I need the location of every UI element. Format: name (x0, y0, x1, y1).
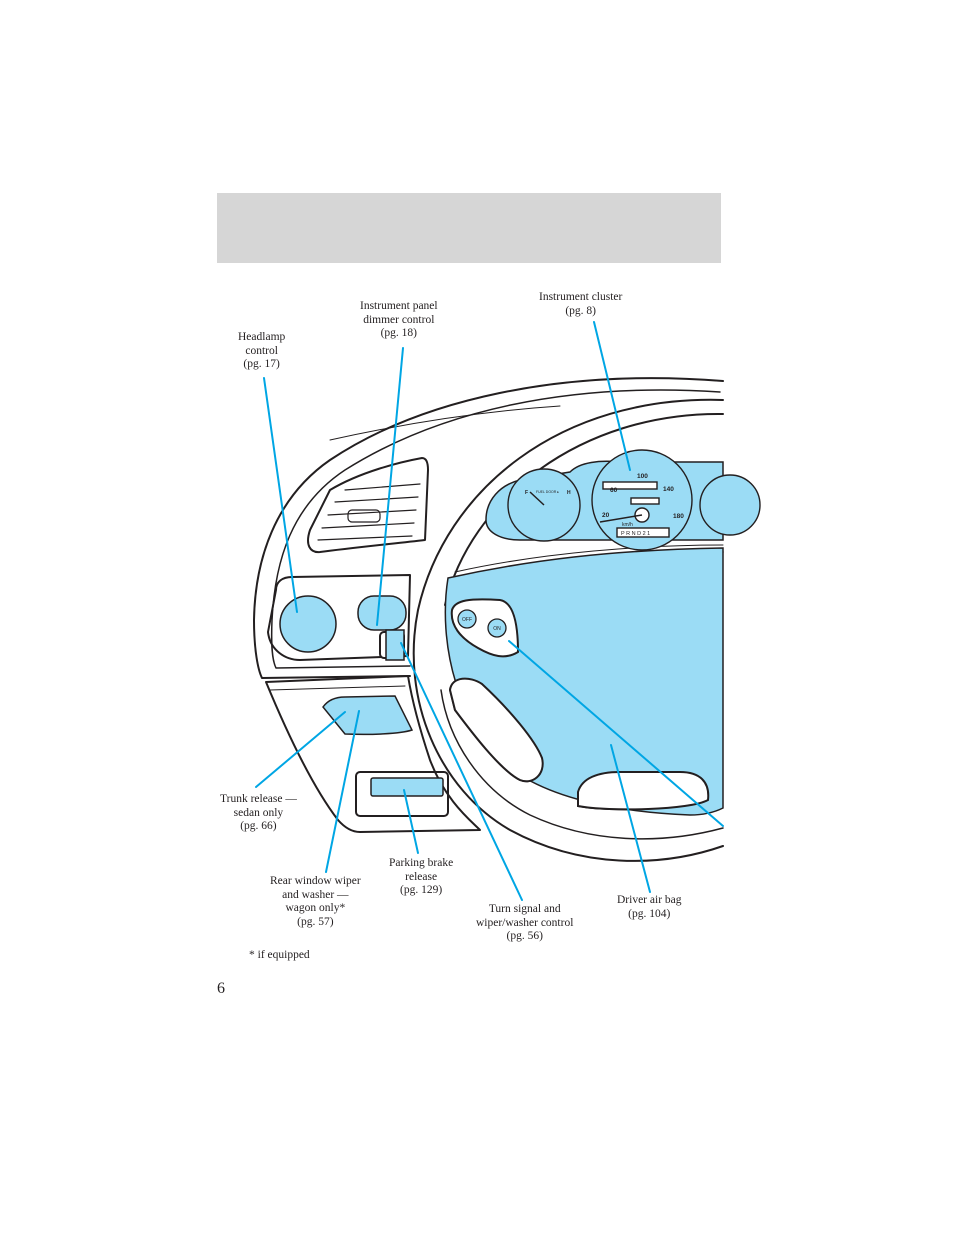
callout-dimmer: Instrument panel dimmer control (pg. 18) (360, 300, 438, 341)
leader-dimmer (376, 347, 404, 626)
dashboard-outline (253, 377, 724, 679)
trunk-release-pad (322, 695, 414, 736)
air-vent (307, 457, 429, 554)
callout-parking-brake: Parking brake release (pg. 129) (389, 857, 453, 898)
callout-text: (pg. 129) (400, 884, 443, 896)
dimmer-knob (357, 595, 407, 631)
speed-tick-60: 60 (610, 487, 618, 494)
leader-parking-brake (403, 789, 419, 854)
speed-tick-20: 20 (602, 512, 610, 519)
callout-text: Driver air bag (617, 894, 682, 906)
header-bar (217, 193, 721, 263)
callout-text: (pg. 66) (240, 820, 277, 832)
steering-wheel-rim (412, 398, 724, 862)
speed-tick-180: 180 (673, 513, 684, 520)
speed-unit: km/h (622, 522, 633, 528)
callout-text: (pg. 8) (565, 304, 597, 317)
tachometer (699, 474, 761, 536)
cruise-off-label: OFF (462, 617, 472, 623)
callout-text: Instrument cluster (539, 291, 623, 303)
callout-text: Rear window wiper (270, 875, 361, 887)
callout-cluster: Instrument cluster (pg. 8) (539, 291, 622, 318)
page-number: 6 (217, 980, 225, 997)
leader-cruise (508, 640, 724, 827)
callout-text: Parking brake (389, 857, 454, 869)
callout-rear-wiper: Rear window wiper and washer — wagon onl… (270, 875, 361, 929)
callout-text: Instrument panel (360, 300, 438, 312)
prnd-label: P R N D 2 1 (621, 531, 650, 537)
callout-text: (pg. 104) (628, 907, 671, 920)
callout-turn-signal: Turn signal and wiper/washer control (pg… (476, 903, 573, 944)
fuel-full-label: H (567, 490, 571, 496)
cruise-on-button (487, 618, 507, 638)
lower-dash-panel (265, 675, 481, 833)
stalk-highlight (385, 629, 405, 661)
callout-text: and washer — (282, 888, 349, 901)
fuel-door-label: FUEL DOOR ▸ (536, 490, 559, 494)
callout-text: wagon only* (285, 902, 346, 914)
callout-airbag: Driver air bag (pg. 104) (617, 894, 682, 921)
odometer (630, 497, 660, 505)
leader-headlamp (263, 377, 298, 613)
callout-text: control (245, 344, 278, 357)
speed-tick-100: 100 (637, 473, 648, 480)
cruise-off-button (457, 609, 477, 629)
leader-trunk (255, 711, 346, 788)
callout-text: Trunk release — (220, 793, 297, 805)
footnote: * if equipped (249, 949, 310, 961)
callout-text: (pg. 56) (506, 930, 543, 942)
prnd-indicator (616, 527, 670, 538)
callout-text: (pg. 17) (243, 358, 280, 370)
callout-text: dimmer control (363, 313, 435, 326)
fuel-empty-label: F (525, 490, 528, 496)
speed-tick-140: 140 (663, 486, 674, 493)
headlamp-knob (279, 595, 337, 653)
callout-text: sedan only (233, 806, 284, 819)
callout-text: (pg. 18) (380, 327, 418, 339)
callout-text: (pg. 57) (297, 915, 334, 928)
callout-headlamp: Headlamp control (pg. 17) (238, 331, 285, 372)
callout-text: Turn signal and (488, 903, 561, 915)
callout-trunk: Trunk release — sedan only (pg. 66) (220, 793, 297, 834)
callout-text: wiper/washer control (476, 916, 574, 929)
leader-rear-wiper (325, 710, 360, 873)
callout-text: release (405, 870, 438, 883)
leader-cluster (593, 321, 631, 471)
cruise-on-label: ON (493, 626, 501, 632)
leader-airbag (610, 744, 651, 893)
leader-turn-signal (400, 642, 523, 901)
parking-brake-handle (370, 777, 444, 797)
callout-text: Headlamp (238, 331, 286, 343)
